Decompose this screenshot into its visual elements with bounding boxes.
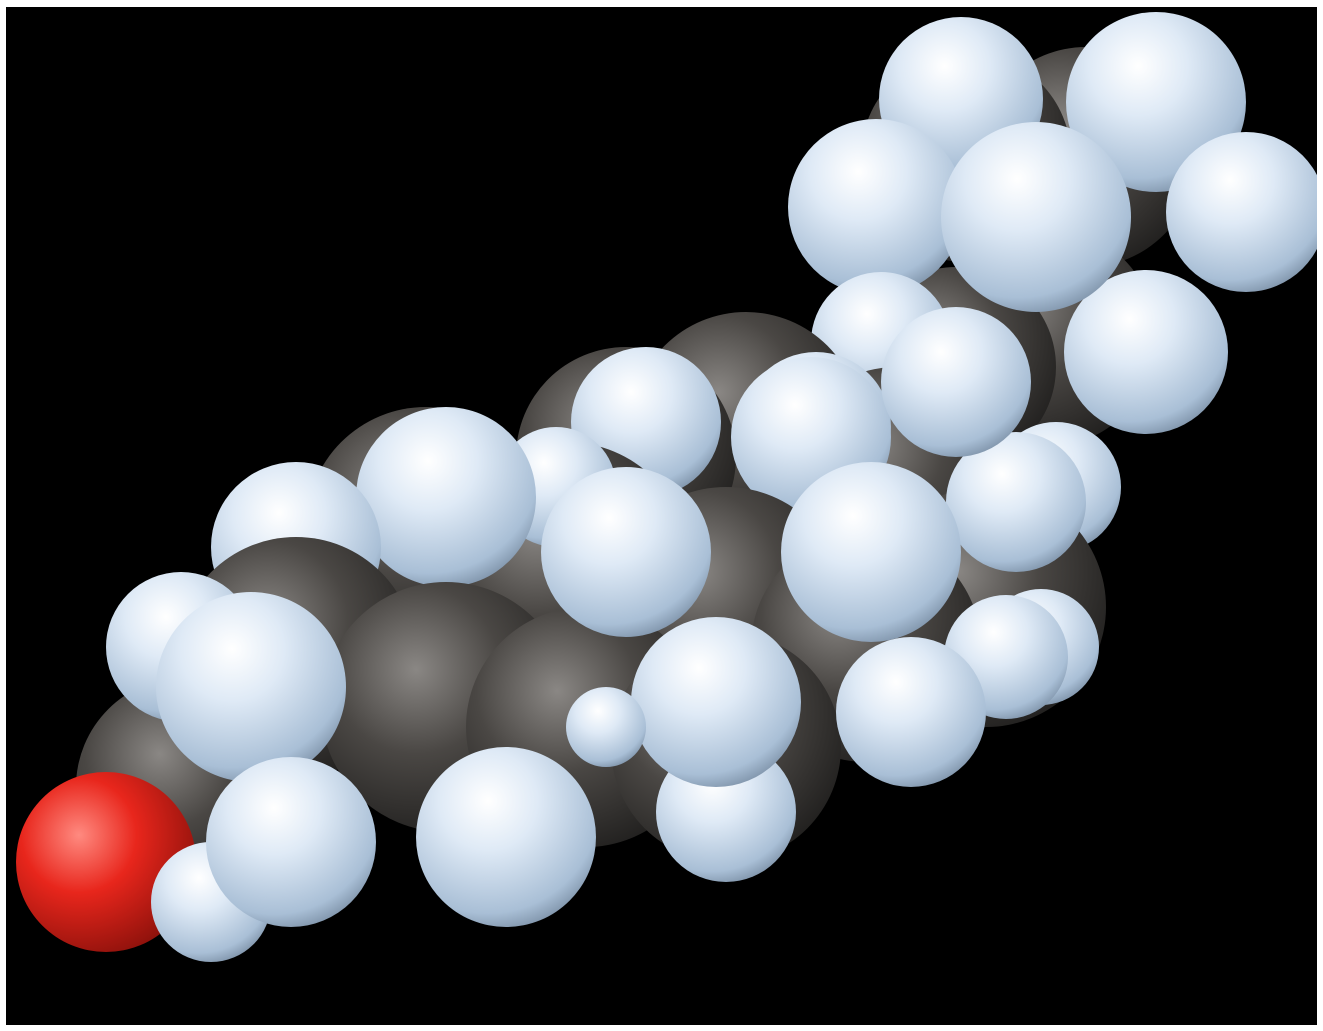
molecule-model: [6, 7, 1317, 1025]
hydrogen-atom: [1166, 132, 1317, 292]
hydrogen-atom: [416, 747, 596, 927]
hydrogen-atom: [788, 119, 964, 295]
oxygen-atom: [16, 772, 196, 952]
hydrogen-atom: [541, 467, 711, 637]
hydrogen-atom: [781, 462, 961, 642]
hydrogen-atom: [941, 122, 1131, 312]
hydrogen-atom: [836, 637, 986, 787]
molecule-scene: [6, 7, 1317, 1025]
hydrogen-atom: [156, 592, 346, 782]
hydrogen-atom: [631, 617, 801, 787]
hydrogen-atom: [206, 757, 376, 927]
hydrogen-atom: [356, 407, 536, 587]
hydrogen-atom: [881, 307, 1031, 457]
hydrogen-atom: [1064, 270, 1228, 434]
atom-group: [16, 12, 1317, 962]
hydrogen-atom: [946, 432, 1086, 572]
hydrogen-atom: [566, 687, 646, 767]
